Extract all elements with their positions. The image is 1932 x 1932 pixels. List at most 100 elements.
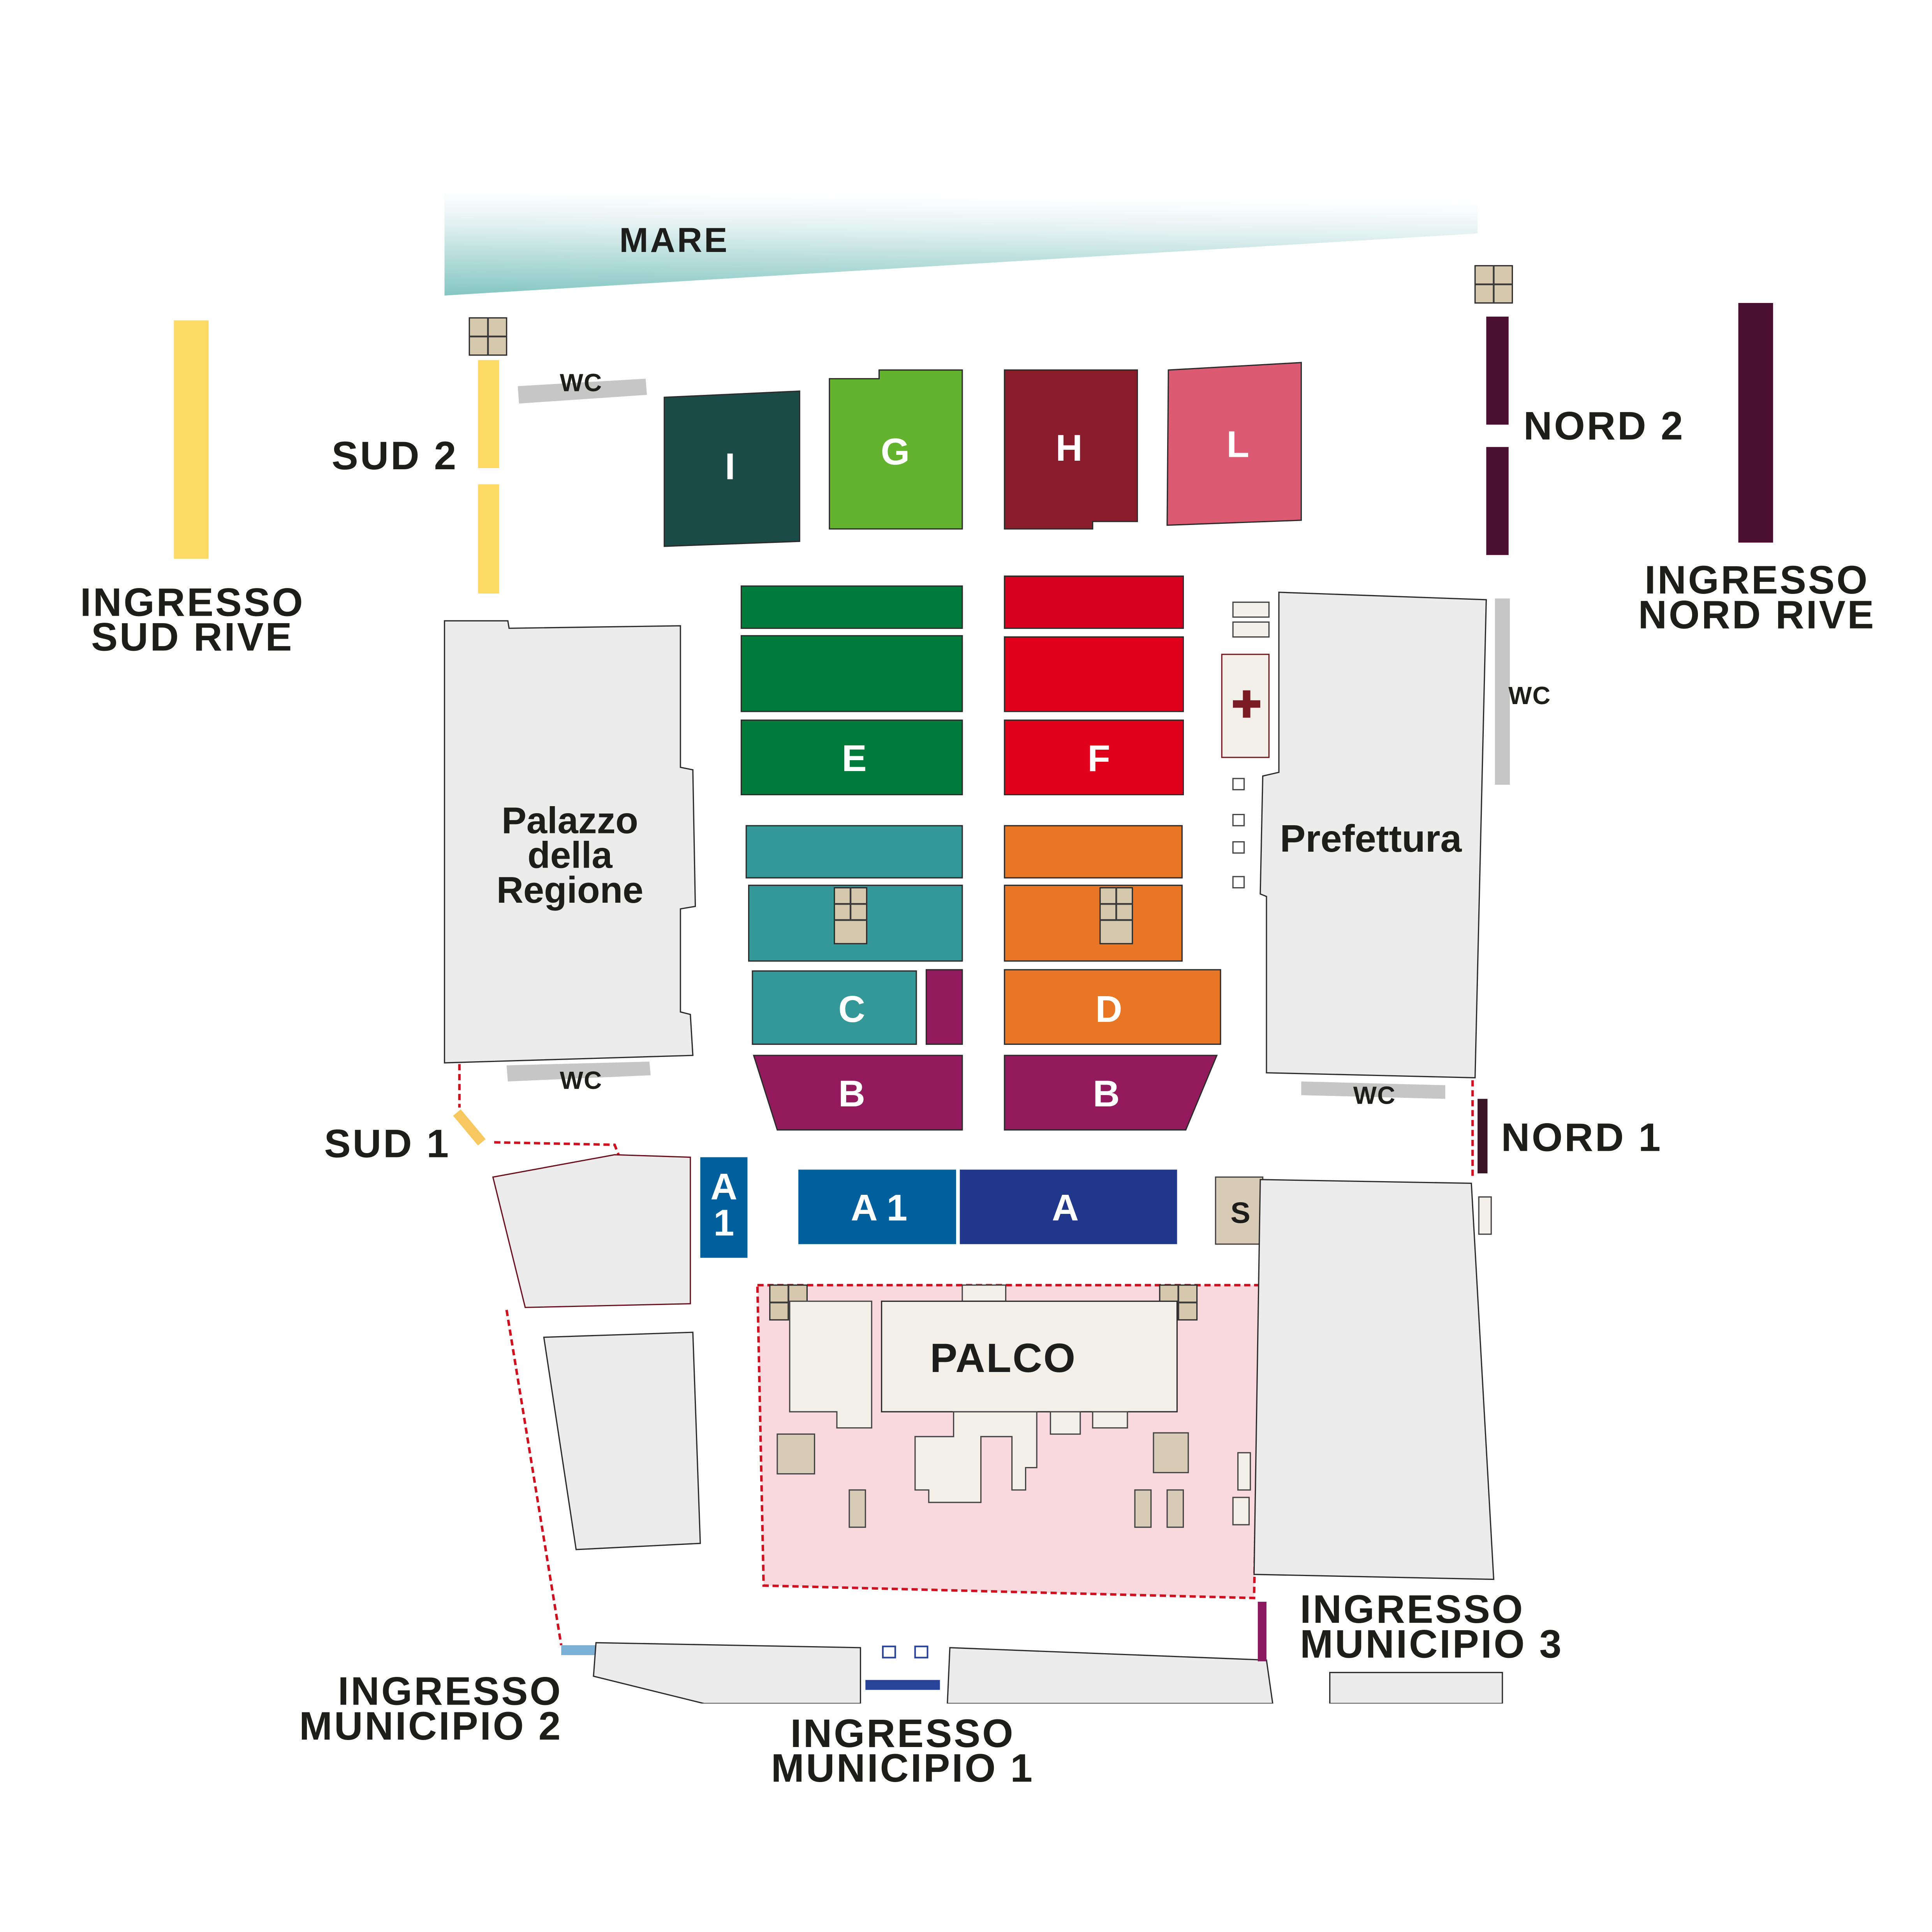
gate-nord-2-bar-lower	[1486, 447, 1509, 555]
entrance-sud-rive-bar	[174, 320, 209, 559]
gate-nord-2-label: NORD 2	[1523, 404, 1685, 448]
sector-g-label: G	[881, 431, 910, 472]
sector-f-label: F	[1087, 738, 1110, 779]
entrance-municipio-1-post-left	[882, 1645, 896, 1659]
sector-c-side-block[interactable]	[925, 969, 963, 1045]
tower-grid-icon	[833, 887, 868, 944]
backstage-cabin-left	[777, 1433, 815, 1475]
backstage-cabin-right	[1153, 1432, 1189, 1473]
sector-e-row-2[interactable]	[740, 635, 963, 712]
wc-bar-right	[1495, 598, 1510, 785]
sector-e[interactable]	[740, 719, 963, 796]
sector-d[interactable]	[1004, 969, 1221, 1045]
barrier-dashed-sud-lower	[494, 1141, 621, 1158]
facility-kiosk-2	[1232, 814, 1245, 826]
entrance-nord-rive-label-line2: NORD RIVE	[1638, 592, 1876, 637]
sector-f-row-2[interactable]	[1004, 636, 1184, 712]
sector-f-row-1[interactable]	[1004, 575, 1184, 629]
building-prefettura-label: Prefettura	[1280, 817, 1462, 860]
gate-sud-2-label: SUD 2	[332, 433, 458, 478]
sector-b-right-label: B	[1093, 1073, 1120, 1115]
sector-a1[interactable]	[798, 1169, 956, 1244]
wc-label-top-left: WC	[560, 368, 602, 396]
sector-c[interactable]	[752, 970, 917, 1045]
wc-label-right: WC	[1508, 682, 1551, 710]
entrance-municipio-2-label-line2: MUNICIPIO 2	[299, 1704, 562, 1748]
entrance-municipio-3-bar	[1257, 1601, 1267, 1661]
gate-nord-1-bar	[1478, 1099, 1488, 1173]
sector-e-label: E	[842, 738, 867, 779]
entrance-sud-rive-label-line2: SUD RIVE	[91, 615, 294, 659]
stage-label: PALCO	[930, 1335, 1076, 1381]
sector-c-row-1[interactable]	[745, 825, 963, 879]
sea-area	[444, 192, 1478, 296]
entrance-municipio-1-label-line1: INGRESSO	[791, 1711, 1015, 1756]
sector-d-row-2[interactable]	[1004, 884, 1183, 962]
sector-i[interactable]	[664, 390, 800, 547]
gate-sud-1-bar	[453, 1109, 486, 1146]
tower-grid-icon	[1474, 265, 1513, 304]
facility-kiosk-1	[1232, 778, 1245, 791]
sector-a-label: A	[1052, 1187, 1079, 1229]
backstage-unit-5	[1232, 1497, 1250, 1525]
gate-nord-2-bar-upper	[1486, 317, 1509, 425]
backstage-unit-4	[1237, 1452, 1251, 1491]
sector-g[interactable]	[829, 369, 963, 530]
stage	[881, 1300, 1178, 1412]
stage-side-wing	[789, 1300, 872, 1429]
sector-h-label: H	[1056, 427, 1083, 469]
backstage-structure	[914, 1411, 1037, 1503]
backstage-unit-2	[1134, 1489, 1152, 1528]
building-palazzo-regione	[444, 620, 696, 1064]
sector-h[interactable]	[1004, 369, 1138, 530]
gate-nord-1-label: NORD 1	[1501, 1115, 1663, 1160]
sector-c-label: C	[838, 988, 865, 1030]
sector-f[interactable]	[1004, 719, 1184, 796]
building-prefettura	[1259, 592, 1487, 1079]
sector-b-right[interactable]	[1004, 1055, 1218, 1131]
sector-a1-side[interactable]	[700, 1157, 748, 1258]
wc-bar-bottom-right	[1301, 1081, 1446, 1099]
gate-sud-1-label: SUD 1	[324, 1121, 451, 1166]
sector-d-label: D	[1095, 988, 1122, 1030]
barrier-dashed-municipio-2	[505, 1310, 563, 1646]
wc-bar-top-left	[518, 379, 647, 404]
wc-bar-bottom-left	[506, 1061, 651, 1082]
sector-a[interactable]	[960, 1169, 1177, 1244]
entrance-municipio-1-post-right	[914, 1645, 928, 1659]
sea-label: MARE	[619, 220, 729, 259]
sector-b-left[interactable]	[753, 1055, 963, 1131]
service-point	[1215, 1176, 1264, 1245]
entrance-municipio-3-label-line2: MUNICIPIO 3	[1300, 1622, 1563, 1666]
wc-label-bottom-left: WC	[560, 1066, 602, 1094]
building-palazzo-regione-label-line1: Palazzo	[502, 800, 638, 841]
entrance-municipio-1-label-line2: MUNICIPIO 1	[771, 1746, 1034, 1790]
entrance-municipio-2-label-line1: INGRESSO	[338, 1669, 563, 1714]
backstage-unit-3	[1166, 1489, 1184, 1528]
entrance-nord-rive-label-line1: INGRESSO	[1645, 558, 1869, 602]
building-palazzo-regione-label-line3: Regione	[497, 869, 643, 911]
entrance-nord-rive-bar	[1738, 303, 1773, 543]
first-aid-cross-icon	[1233, 690, 1261, 718]
building-lower-left-1	[492, 1154, 691, 1308]
gate-sud-2-bar-upper	[478, 360, 499, 468]
facility-kiosk-4	[1232, 876, 1245, 889]
sector-a1-label: A 1	[851, 1187, 907, 1229]
sector-e-row-1[interactable]	[740, 585, 963, 629]
sector-d-row-1[interactable]	[1004, 825, 1183, 879]
backstage-box-1	[1050, 1411, 1081, 1435]
entrance-sud-rive-label-line1: INGRESSO	[80, 580, 305, 624]
building-lower-left-2	[543, 1331, 701, 1550]
backstage-unit-1	[849, 1489, 866, 1528]
building-palazzo-regione-label-line2: della	[527, 835, 613, 876]
tower-grid-icon	[468, 317, 507, 356]
sector-l[interactable]	[1166, 362, 1302, 526]
sector-a1-side-label-line1: A	[710, 1166, 737, 1208]
entrance-municipio-2-bar	[561, 1645, 596, 1655]
wc-label-bottom-right: WC	[1353, 1081, 1396, 1109]
building-bottom-right	[1329, 1672, 1503, 1704]
entrance-municipio-1-bar	[865, 1680, 940, 1690]
building-municipio-left	[593, 1642, 861, 1704]
first-aid-cross-horizontal	[1233, 700, 1261, 708]
